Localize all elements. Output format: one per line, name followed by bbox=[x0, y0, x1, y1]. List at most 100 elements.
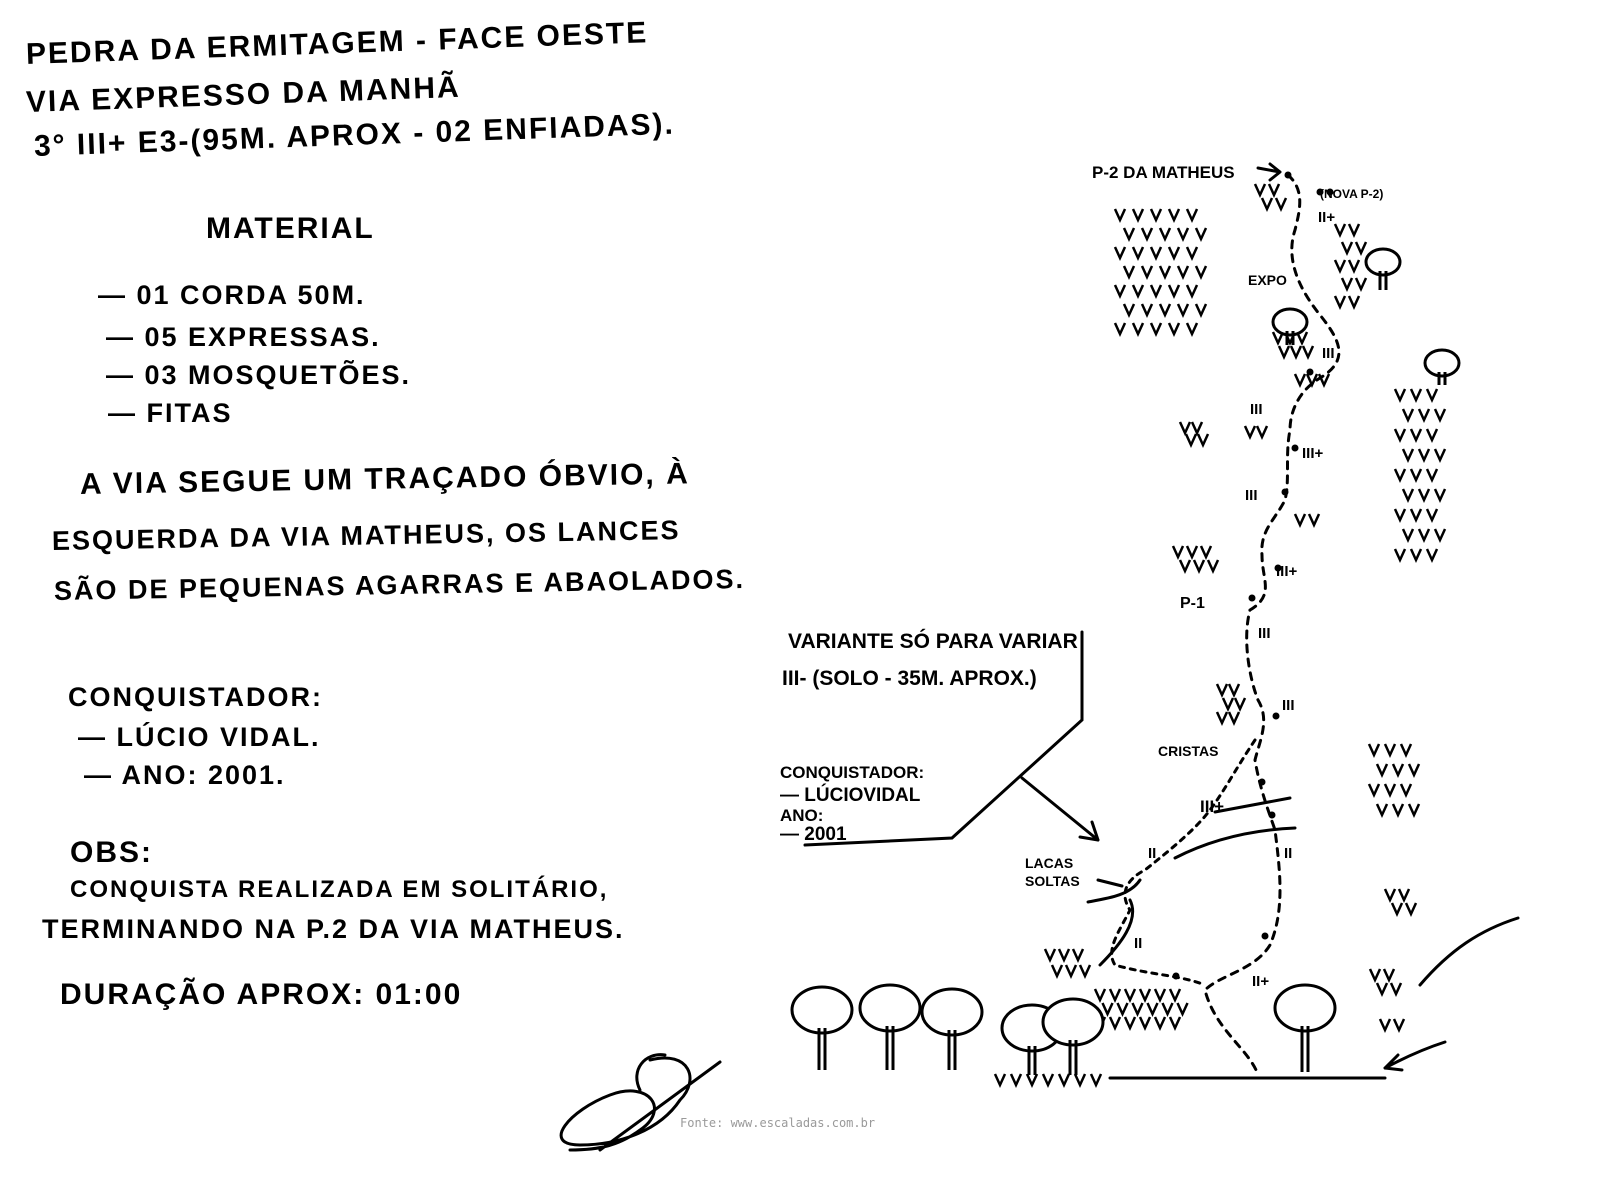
vegetation-v-mark bbox=[1178, 421, 1192, 437]
vegetation-v-mark bbox=[1149, 246, 1163, 262]
vegetation-v-mark bbox=[1171, 545, 1185, 561]
bolt-dot bbox=[1248, 594, 1256, 602]
vegetation-v-mark bbox=[1433, 448, 1447, 464]
bolt-dot bbox=[1326, 188, 1334, 196]
vegetation-v-mark bbox=[1382, 968, 1396, 984]
vegetation-v-mark bbox=[1101, 1002, 1114, 1018]
vegetation-v-mark bbox=[1185, 322, 1199, 338]
vegetation-v-mark bbox=[1393, 388, 1407, 404]
vegetation-v-mark bbox=[1347, 295, 1361, 311]
vegetation-v-mark bbox=[1057, 1073, 1071, 1089]
tree-canopy bbox=[1273, 983, 1337, 1033]
vegetation-v-mark bbox=[1425, 388, 1439, 404]
vegetation-v-mark bbox=[1425, 468, 1439, 484]
vegetation-v-mark bbox=[1391, 763, 1405, 779]
vegetation-marks bbox=[993, 183, 1447, 1089]
grade-label: III bbox=[1258, 625, 1271, 642]
vegetation-v-mark bbox=[1113, 322, 1127, 338]
vegetation-v-mark bbox=[1367, 783, 1381, 799]
vegetation-v-mark bbox=[1333, 223, 1347, 239]
vegetation-v-mark bbox=[1391, 803, 1405, 819]
vegetation-v-mark bbox=[1375, 982, 1389, 998]
lacas-arrow bbox=[1096, 878, 1124, 888]
vegetation-v-mark bbox=[1199, 545, 1213, 561]
grade-label: II+ bbox=[1252, 973, 1269, 990]
vegetation-v-mark bbox=[1089, 1073, 1103, 1089]
vegetation-v-mark bbox=[1123, 988, 1137, 1004]
vegetation-v-mark bbox=[1194, 227, 1208, 243]
bolt-dot bbox=[1258, 778, 1266, 786]
bolt-dot bbox=[1284, 171, 1292, 179]
vegetation-v-mark bbox=[1215, 711, 1229, 727]
vegetation-v-mark bbox=[1397, 888, 1411, 904]
belay-bolts bbox=[1172, 171, 1334, 980]
vegetation-v-mark bbox=[1383, 783, 1397, 799]
vegetation-v-mark bbox=[1050, 964, 1064, 980]
vegetation-v-mark bbox=[1392, 1018, 1406, 1034]
variant-year: — 2001 bbox=[780, 824, 847, 845]
material-item: — FITAS bbox=[108, 398, 233, 428]
vegetation-v-mark bbox=[1378, 1018, 1392, 1034]
vegetation-v-mark bbox=[1158, 265, 1172, 281]
vegetation-v-mark bbox=[1184, 433, 1198, 449]
vegetation-v-mark bbox=[1417, 408, 1431, 424]
vegetation-v-mark bbox=[1161, 1002, 1174, 1018]
vegetation-v-mark bbox=[1176, 1002, 1189, 1018]
vegetation-v-mark bbox=[1153, 1016, 1167, 1032]
vegetation-v-mark bbox=[1108, 988, 1122, 1004]
bolt-dot bbox=[1272, 712, 1280, 720]
vegetation-v-mark bbox=[1123, 1016, 1137, 1032]
expo-label: EXPO bbox=[1248, 272, 1287, 288]
vegetation-v-mark bbox=[1113, 246, 1127, 262]
obs-heading: OBS: bbox=[70, 836, 153, 869]
vegetation-v-mark bbox=[1131, 1002, 1144, 1018]
vegetation-v-mark bbox=[1168, 1016, 1182, 1032]
vegetation-v-mark bbox=[1149, 284, 1163, 300]
vegetation-v-mark bbox=[1393, 468, 1407, 484]
main-route-line bbox=[1203, 173, 1341, 1077]
conquistador-year: — ANO: 2001. bbox=[84, 760, 286, 790]
vegetation-v-mark bbox=[1146, 1002, 1159, 1018]
tree-canopy bbox=[858, 983, 922, 1033]
p2-matheus-label: P-2 DA MATHEUS bbox=[1092, 163, 1235, 182]
tree-trunk bbox=[1027, 1046, 1037, 1075]
vegetation-v-mark bbox=[1425, 548, 1439, 564]
vegetation-v-mark bbox=[1185, 246, 1199, 262]
vegetation-v-mark bbox=[1383, 888, 1397, 904]
bolt-dot bbox=[1281, 488, 1289, 496]
vegetation-v-mark bbox=[1271, 331, 1285, 347]
vegetation-v-mark bbox=[1185, 545, 1199, 561]
vegetation-v-mark bbox=[1277, 345, 1291, 361]
vegetation-v-mark bbox=[1393, 428, 1407, 444]
tree-trunk bbox=[885, 1026, 895, 1070]
tree-trunk bbox=[1437, 372, 1447, 385]
vegetation-v-mark bbox=[1131, 322, 1145, 338]
boulder-slope bbox=[1418, 916, 1520, 987]
tree-trunk bbox=[1285, 331, 1295, 345]
material-item: — 03 MOSQUETÕES. bbox=[106, 360, 412, 390]
vegetation-v-mark bbox=[1417, 528, 1431, 544]
bolt-dot bbox=[1261, 932, 1269, 940]
vegetation-v-mark bbox=[1149, 322, 1163, 338]
vegetation-v-mark bbox=[1131, 284, 1145, 300]
vegetation-v-mark bbox=[1113, 284, 1127, 300]
approach-arrow bbox=[1383, 1040, 1447, 1072]
vegetation-v-mark bbox=[1071, 948, 1085, 964]
vegetation-v-mark bbox=[1347, 259, 1361, 275]
vegetation-v-mark bbox=[1407, 763, 1421, 779]
material-heading: MATERIAL bbox=[206, 212, 375, 245]
vegetation-v-mark bbox=[1243, 425, 1257, 441]
vegetation-v-mark bbox=[1122, 303, 1136, 319]
vegetation-v-mark bbox=[1404, 902, 1418, 918]
bolt-dot bbox=[1274, 564, 1282, 572]
grade-label: III bbox=[1245, 487, 1258, 504]
tree-canopy bbox=[920, 987, 984, 1037]
variant-route-line bbox=[1110, 738, 1257, 987]
vegetation-v-mark bbox=[1340, 241, 1354, 257]
vegetation-v-mark bbox=[1289, 345, 1303, 361]
vegetation-v-mark bbox=[1064, 964, 1078, 980]
obs-line-2: TERMINANDO NA P.2 DA VIA MATHEUS. bbox=[42, 914, 625, 944]
grade-label: III bbox=[1282, 697, 1295, 714]
flake bbox=[1086, 878, 1142, 967]
